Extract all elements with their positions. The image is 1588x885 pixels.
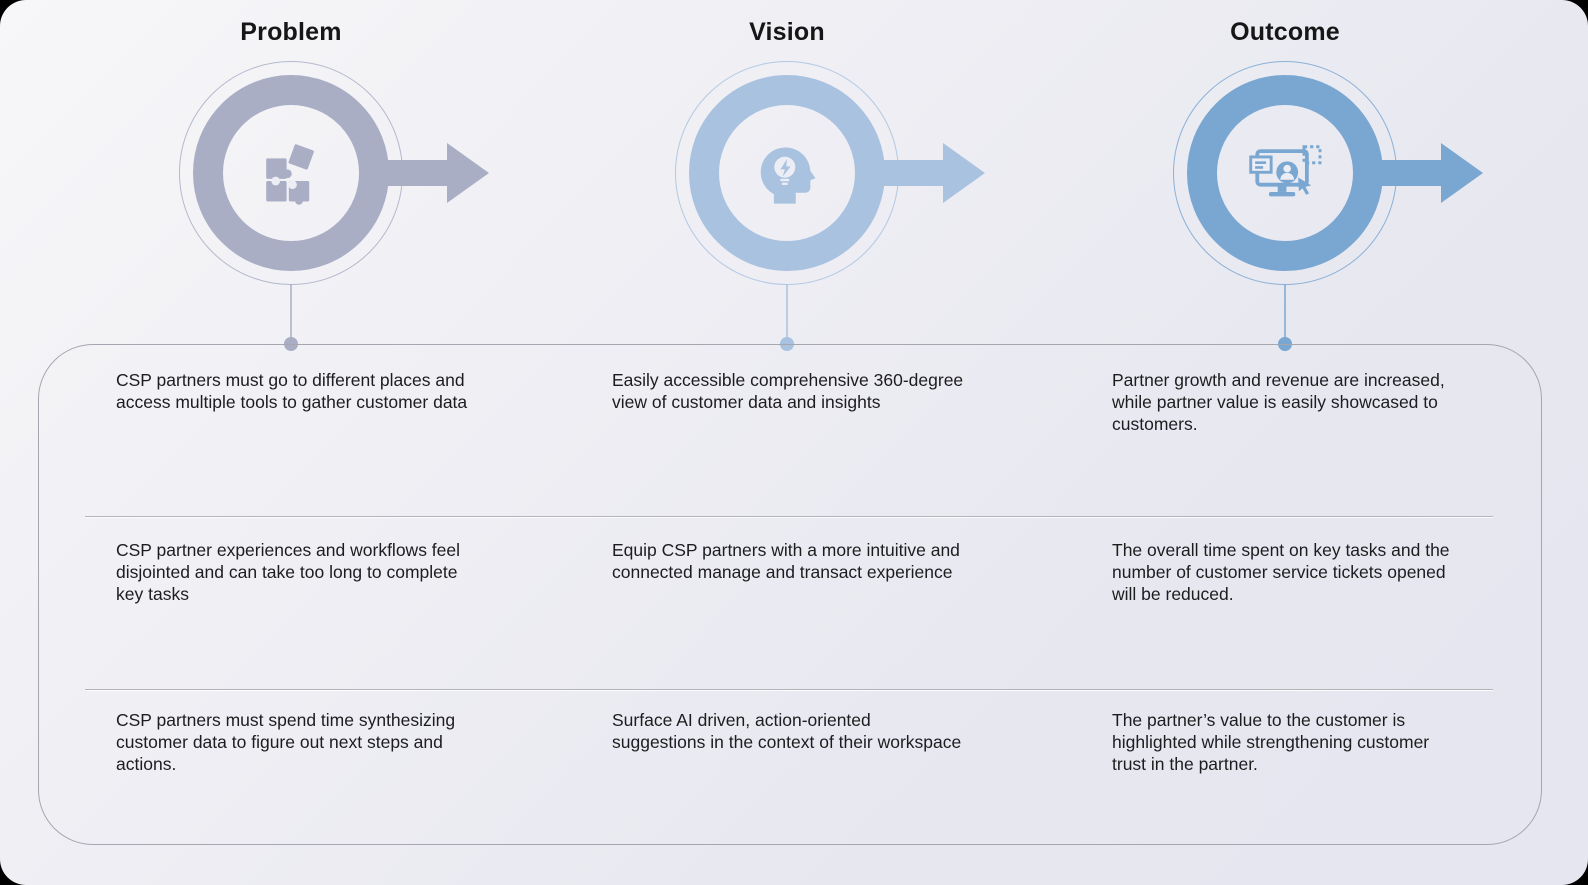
monitor-user-icon <box>1249 145 1322 197</box>
outcome-arrow-shaft <box>1379 160 1441 186</box>
row-divider-1 <box>85 516 1493 517</box>
row-divider-2 <box>85 689 1493 690</box>
problem-circle-motif <box>151 53 511 351</box>
problem-arrow-head <box>447 143 489 203</box>
problem-connector-line <box>290 284 292 339</box>
vision-row-3: Surface AI driven, action-oriented sugge… <box>612 710 962 753</box>
outcome-row-2: The overall time spent on key tasks and … <box>1112 540 1450 605</box>
vision-arrow-shaft <box>881 160 943 186</box>
column-title-outcome: Outcome <box>1230 18 1340 46</box>
problem-arrow-shaft <box>385 160 447 186</box>
vision-circle-motif <box>647 53 1007 351</box>
problem-row-1: CSP partners must go to different places… <box>116 370 468 413</box>
vision-row-2: Equip CSP partners with a more intuitive… <box>612 540 960 583</box>
outcome-circle-motif <box>1145 53 1505 351</box>
vision-connector-line <box>786 284 788 339</box>
outcome-connector-line <box>1284 284 1286 339</box>
problem-row-3: CSP partners must spend time synthesizin… <box>116 710 456 775</box>
head-idea-icon <box>760 147 816 204</box>
vision-arrow-head <box>943 143 985 203</box>
vision-row-1: Easily accessible comprehensive 360-degr… <box>612 370 964 413</box>
outcome-row-3: The partner’s value to the customer is h… <box>1112 710 1430 775</box>
column-title-vision: Vision <box>749 18 825 46</box>
problem-row-2: CSP partner experiences and workflows fe… <box>116 540 461 605</box>
puzzle-icon <box>266 144 314 205</box>
outcome-arrow-head <box>1441 143 1483 203</box>
column-title-problem: Problem <box>240 18 342 46</box>
content-board <box>38 344 1542 845</box>
outcome-row-1: Partner growth and revenue are increased… <box>1112 370 1445 435</box>
